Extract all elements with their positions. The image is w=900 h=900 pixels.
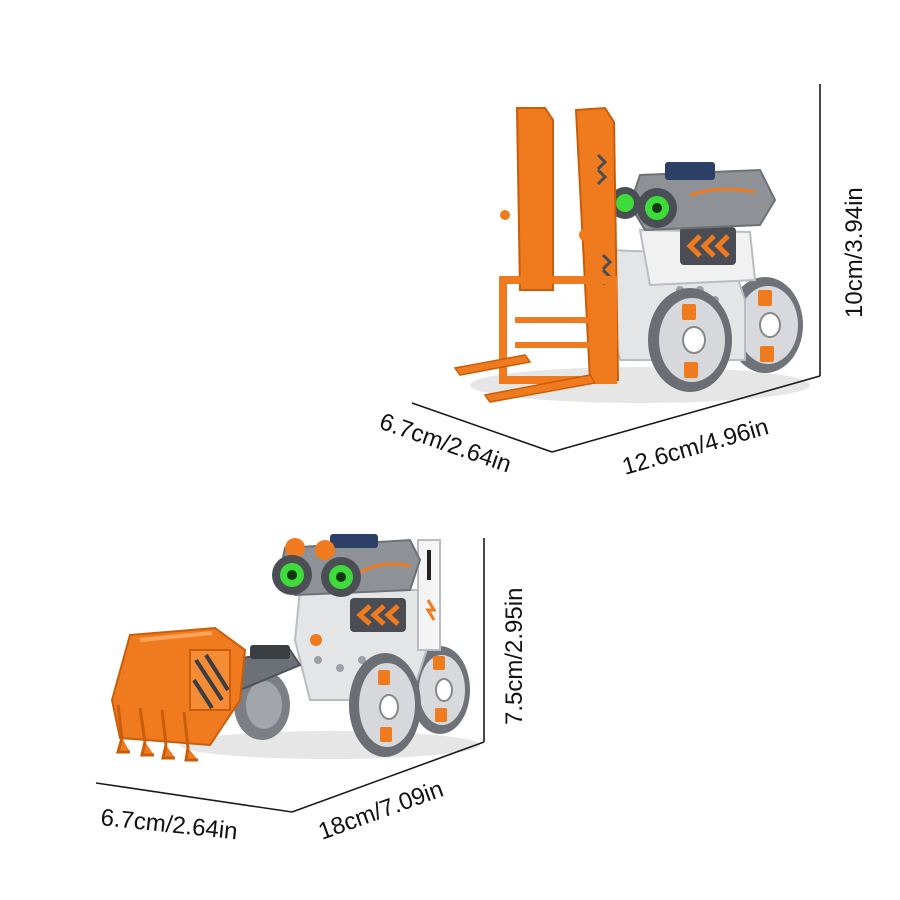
dimension-lines-product-2: [95, 538, 485, 813]
scoop-robot-body: [272, 534, 441, 701]
scoop-bucket: [110, 626, 247, 762]
product-1-length-label: 12.6cm/4.96in: [619, 413, 771, 481]
wheel-front-right: [648, 288, 732, 392]
product-2-height-label: 7.5cm/2.95in: [501, 588, 528, 725]
scoop-robot-toy: [110, 534, 480, 762]
product-2-width-label: 6.7cm/2.64in: [99, 804, 238, 845]
forklift-mast: [453, 106, 620, 403]
forklift-robot-toy: [453, 106, 810, 403]
wheel-front-left: [349, 653, 421, 757]
wheel-rear-left: [410, 646, 470, 734]
product-1-height-label: 10cm/3.94in: [841, 187, 868, 318]
dimension-lines-product-1: [411, 84, 821, 453]
product-1-width-label: 6.7cm/2.64in: [376, 408, 515, 478]
product-2-length-label: 18cm/7.09in: [315, 776, 447, 846]
